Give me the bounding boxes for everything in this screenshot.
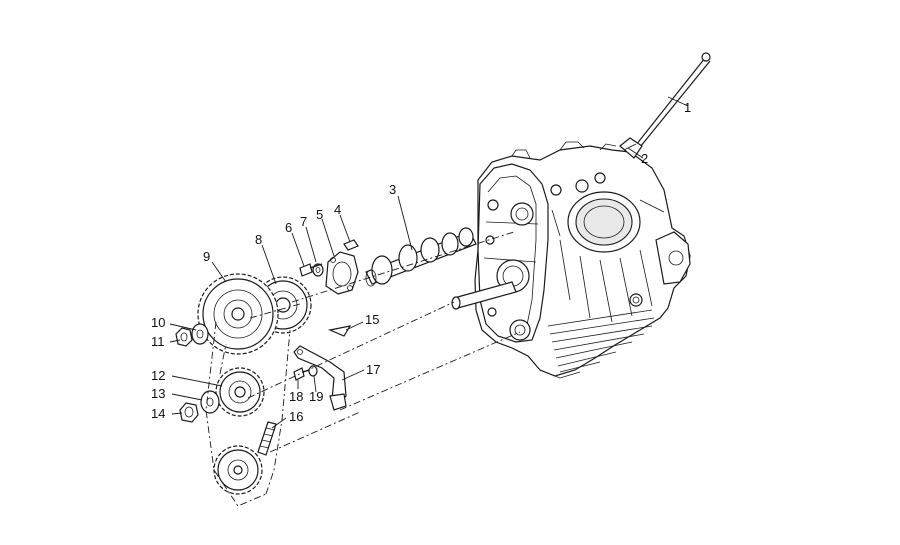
assembly-lines [205,231,521,507]
crank-gear [213,445,263,495]
bolt-6 [299,263,323,277]
callout-9: 9 [203,249,210,264]
callout-12: 12 [151,368,165,383]
washer-13 [200,390,220,414]
callout-13: 13 [151,386,165,401]
camshaft [365,227,477,287]
washer-7 [312,263,324,277]
dipstick [631,52,711,153]
callout-16: 16 [289,409,303,424]
nut-14 [179,402,199,423]
filler-cap [619,137,643,159]
nut-11 [175,327,193,347]
callout-labels: 1 2 3 4 5 6 7 8 9 10 11 12 13 14 15 16 1… [151,100,691,424]
washer-19 [308,365,318,377]
callout-8: 8 [255,232,262,247]
callout-10: 10 [151,315,165,330]
callout-5: 5 [316,207,323,222]
key-15 [327,325,352,337]
callout-7: 7 [300,214,307,229]
callout-18: 18 [289,389,303,404]
gear-12 [215,367,265,417]
callout-11: 11 [151,334,165,349]
callout-15: 15 [365,312,379,327]
callout-1: 1 [684,100,691,115]
callout-19: 19 [309,389,323,404]
callout-14: 14 [151,406,165,421]
callout-2: 2 [641,151,648,166]
callout-6: 6 [285,220,292,235]
crankcase [474,141,691,379]
tensioner-bracket [293,345,347,411]
flange-plate [325,251,359,295]
gear-9 [197,273,279,355]
washer-10 [191,323,209,345]
timing-chain [257,421,277,456]
callout-3: 3 [389,182,396,197]
callout-4: 4 [334,202,341,217]
leader-lines [169,96,689,429]
crankshaft-stub [451,281,517,310]
callout-17: 17 [366,362,380,377]
woodruff-key [343,239,359,251]
